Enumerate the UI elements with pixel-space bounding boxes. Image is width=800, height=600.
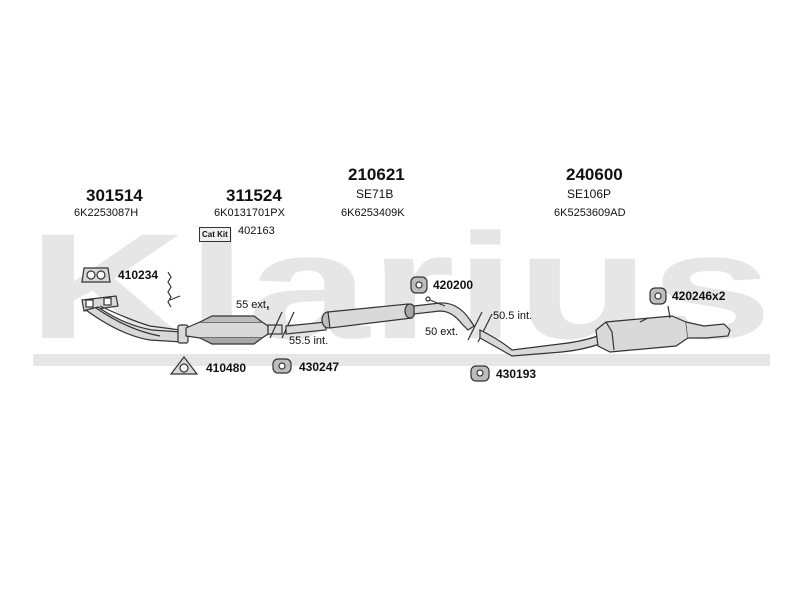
rear-silencer-240600 (479, 305, 731, 357)
joint-50-ext: 50 ext. (425, 326, 459, 338)
rubber-mount-icon (272, 358, 292, 374)
cat-kit-number: 402163 (238, 225, 275, 237)
fitting-420246x2: 420246x2 (672, 289, 726, 303)
gasket-icon (81, 267, 111, 283)
joint-50-5-int: 50.5 int. (493, 310, 533, 322)
oe-number-210621: 6K6253409K (341, 207, 405, 219)
oe-number-311524: 6K0131701PX (214, 207, 285, 219)
front-pipe-301514 (81, 295, 189, 344)
fitting-410234: 410234 (118, 268, 159, 282)
rubber-mount-icon (649, 287, 667, 305)
fitting-420200: 420200 (433, 278, 474, 292)
oe-number-301514: 6K2253087H (74, 207, 139, 219)
code-240600: SE106P (567, 187, 612, 201)
fitting-430247: 430247 (299, 360, 340, 374)
watermark-underline (33, 354, 770, 366)
joint-55-ext: 55 ext. (236, 299, 270, 311)
joint-55-5-int: 55.5 int. (289, 335, 329, 347)
catalytic-converter-311524 (185, 315, 283, 345)
cat-kit-badge: Cat Kit (199, 227, 231, 242)
fitting-430193: 430193 (496, 367, 537, 381)
gasket-icon (169, 356, 199, 375)
spring-hanger (167, 271, 181, 308)
part-number-210621: 210621 (348, 165, 405, 184)
rubber-mount-icon (410, 276, 428, 294)
part-number-311524: 311524 (226, 186, 282, 205)
oe-number-240600: 6K5253609AD (554, 207, 626, 219)
joint-mark-front (267, 306, 295, 339)
part-number-240600: 240600 (566, 165, 623, 184)
code-210621: SE71B (356, 187, 394, 201)
fitting-410480: 410480 (206, 361, 247, 375)
part-number-301514: 301514 (86, 186, 143, 205)
rubber-mount-icon (470, 365, 490, 382)
centre-silencer-210621 (285, 296, 475, 335)
